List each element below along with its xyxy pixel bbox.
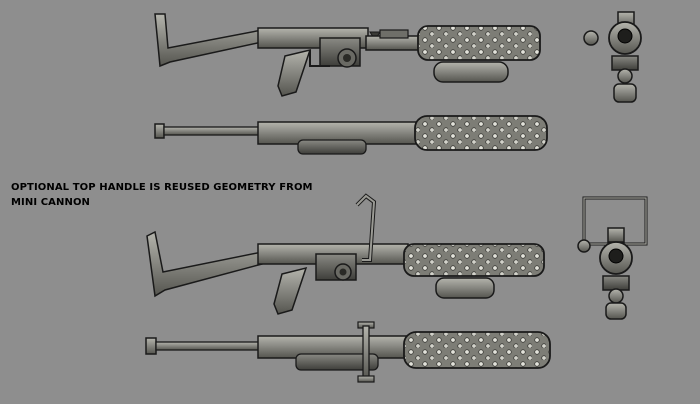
geometry-note: OPTIONAL TOP HANDLE IS REUSED GEOMETRY F… <box>11 180 351 210</box>
geometry-note-line-1: OPTIONAL TOP HANDLE IS REUSED GEOMETRY F… <box>11 182 313 193</box>
front-view-with-handle <box>577 196 648 320</box>
geometry-note-line-2: MINI CANNON <box>11 197 91 208</box>
top-view-with-handle <box>145 321 551 383</box>
front-view-standard <box>583 11 642 103</box>
side-view-standard <box>154 13 541 97</box>
side-view-with-handle <box>146 193 545 315</box>
top-view-standard <box>154 115 548 155</box>
